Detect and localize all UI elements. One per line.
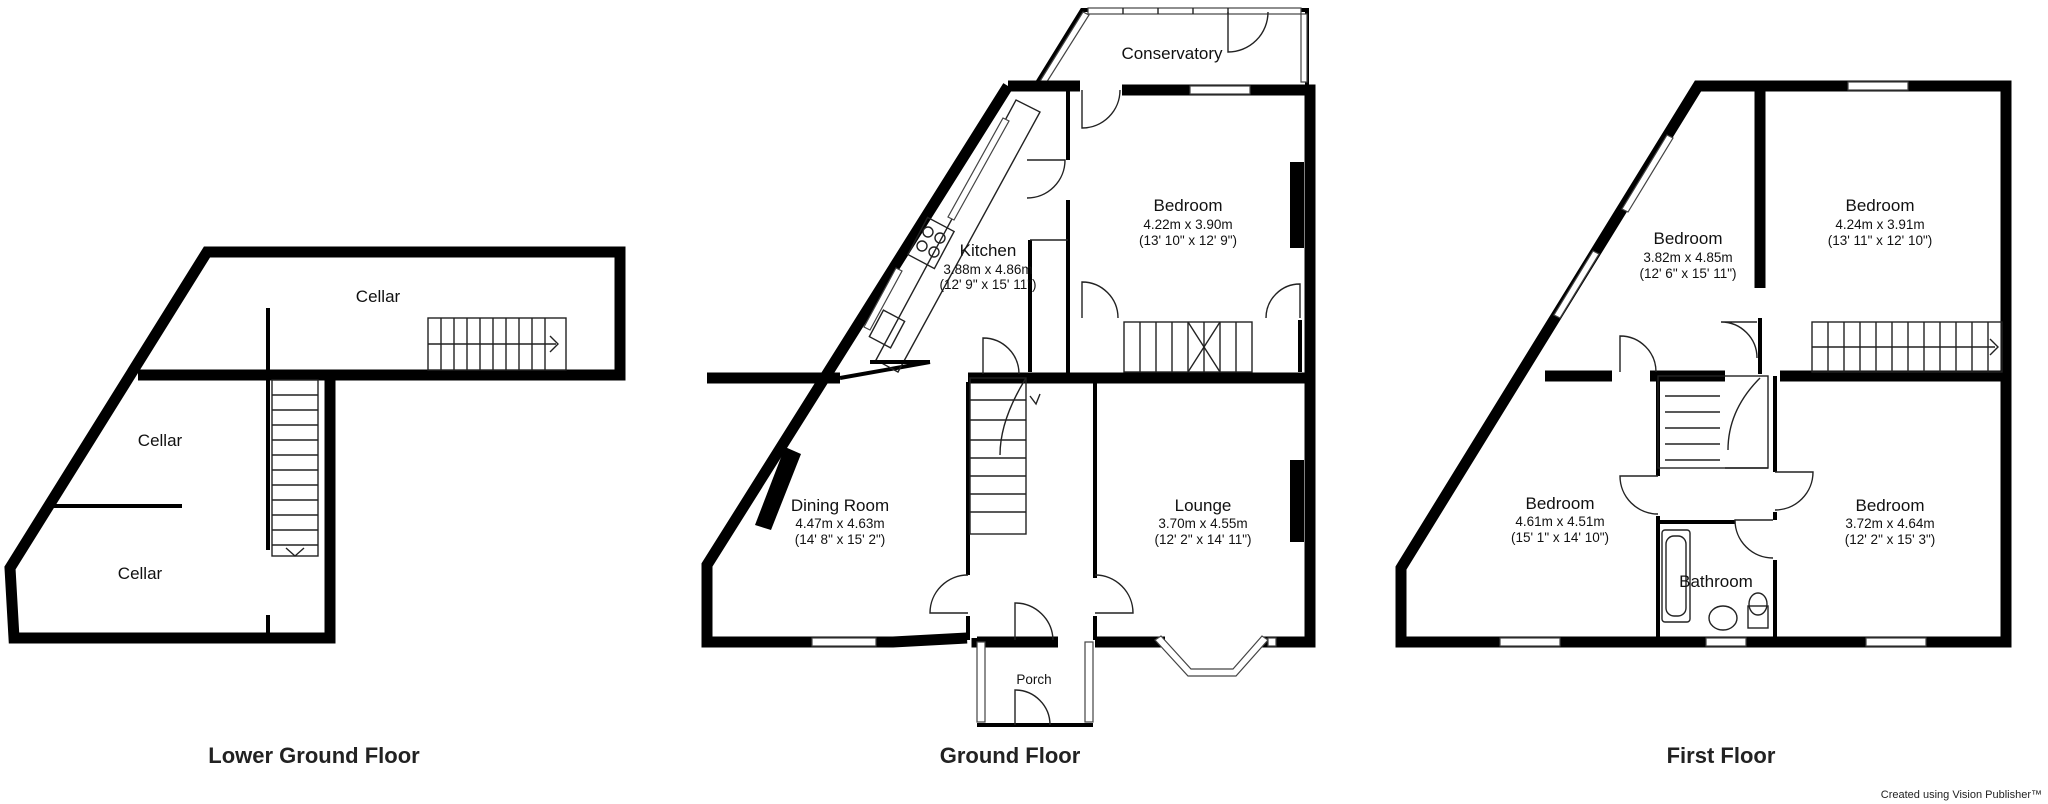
room-name: Bedroom	[1846, 196, 1915, 215]
room-name: Porch	[1016, 672, 1051, 687]
kitchen-worktop	[863, 99, 1041, 373]
room-dimensions: 3.70m x 4.55m	[1158, 516, 1247, 531]
room-dimensions: (12' 2" x 14' 11")	[1154, 532, 1251, 547]
first-floor-plan: Bedroom 3.82m x 4.85m (12' 6" x 15' 11")…	[1395, 80, 2012, 648]
lower-outer-wall	[4, 246, 626, 644]
chimney-breast	[1290, 460, 1304, 542]
room-name: Bedroom	[1856, 496, 1925, 515]
room-name: Cellar	[356, 287, 401, 306]
room-dimensions: (15' 1" x 14' 10")	[1511, 530, 1609, 545]
chimney-breast	[755, 447, 801, 530]
first-outer-wall	[1395, 80, 2012, 648]
room-name: Bedroom	[1526, 494, 1595, 513]
floor-label-ground: Ground Floor	[940, 743, 1081, 768]
staircase	[1123, 321, 1253, 373]
room-dimensions: 4.22m x 3.90m	[1143, 217, 1232, 232]
room-name: Bathroom	[1679, 572, 1753, 591]
room-dimensions: 3.82m x 4.85m	[1643, 250, 1732, 265]
room-dimensions: (13' 10" x 12' 9")	[1139, 233, 1237, 248]
room-name: Cellar	[118, 564, 163, 583]
room-dimensions: (12' 9" x 15' 11")	[939, 277, 1036, 292]
room-dimensions: (14' 8" x 15' 2")	[795, 532, 886, 547]
porch	[976, 602, 1094, 727]
staircase	[1811, 321, 2003, 373]
room-name: Bedroom	[1654, 229, 1723, 248]
ground-outer-wall	[701, 80, 1316, 648]
room-name: Bedroom	[1154, 196, 1223, 215]
bathroom-fittings	[1661, 529, 1769, 631]
credit-text: Created using Vision Publisher™	[1881, 789, 2042, 801]
bay-window	[1154, 635, 1269, 677]
floor-label-lower: Lower Ground Floor	[208, 743, 420, 768]
room-dimensions: 3.72m x 4.64m	[1845, 516, 1934, 531]
room-dimensions: (13' 11" x 12' 10")	[1828, 233, 1933, 248]
room-dimensions: (12' 2" x 15' 3")	[1845, 532, 1936, 547]
room-name: Lounge	[1175, 496, 1232, 515]
floor-label-first: First Floor	[1667, 743, 1776, 768]
chimney-breast	[1290, 162, 1304, 248]
room-dimensions: (12' 6" x 15' 11")	[1639, 266, 1736, 281]
room-name: Conservatory	[1121, 44, 1223, 63]
room-name: Cellar	[138, 431, 183, 450]
lower-ground-floor-plan: Cellar Cellar Cellar	[4, 246, 626, 644]
room-dimensions: 4.61m x 4.51m	[1515, 514, 1604, 529]
staircase	[1657, 375, 1769, 469]
room-dimensions: 4.47m x 4.63m	[795, 516, 884, 531]
room-dimensions: 4.24m x 3.91m	[1835, 217, 1924, 232]
room-dimensions: 3.88m x 4.86m	[943, 262, 1032, 277]
staircase	[271, 379, 319, 557]
staircase	[427, 317, 567, 371]
ground-floor-plan: Conservatory Kitchen 3.88m x 4.86m (12' …	[701, 7, 1316, 727]
staircase	[969, 377, 1041, 535]
room-name: Kitchen	[960, 241, 1017, 260]
room-name: Dining Room	[791, 496, 889, 515]
